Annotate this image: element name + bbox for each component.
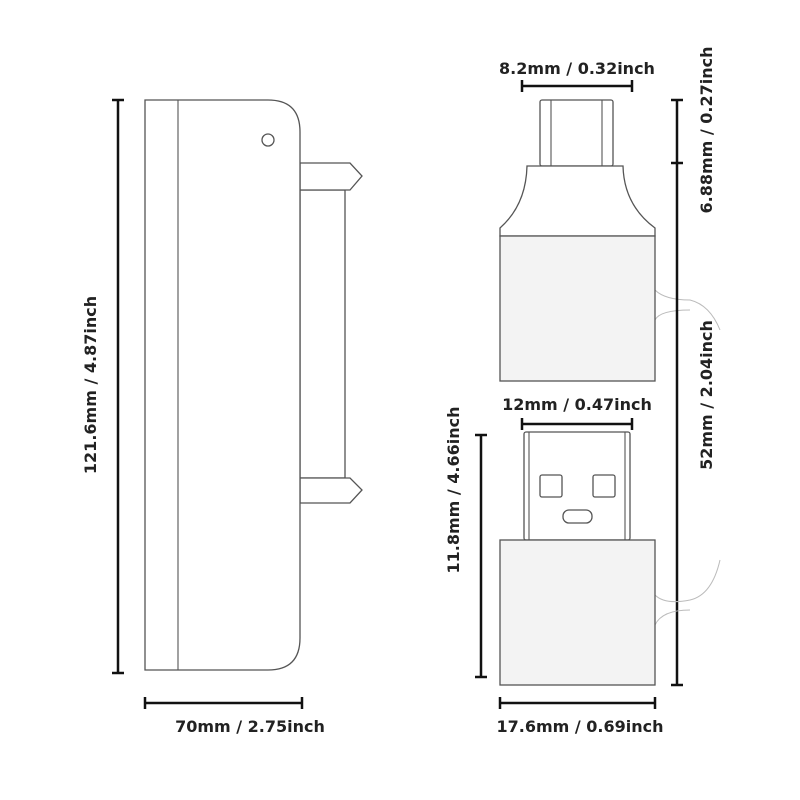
typec-tip-length-label: 6.88mm / 0.27inch (697, 46, 716, 213)
indicator-light (261, 133, 275, 147)
adapter-width-label: 17.6mm / 0.69inch (496, 717, 663, 736)
charger-height-dimension: 121.6mm / 4.87inch (81, 98, 124, 675)
charger-body (144, 99, 301, 671)
typec-adapter-body (499, 235, 656, 382)
charger-device (144, 99, 363, 671)
adapter-total-length-label: 52mm / 2.04inch (697, 320, 716, 470)
top-prong (299, 162, 363, 191)
charger-width-label: 70mm / 2.75inch (175, 717, 325, 736)
usba-adapter (499, 431, 721, 686)
typec-adapter (499, 99, 721, 382)
usba-adapter-body (499, 539, 656, 686)
usba-tip-width-label: 12mm / 0.47inch (502, 395, 652, 414)
usba-height-label: 11.8mm / 4.66inch (444, 406, 463, 573)
adapter-length-dimension: 6.88mm / 0.27inch 52mm / 2.04inch (671, 46, 716, 687)
adapter-width-dimension: 17.6mm / 0.69inch (496, 697, 664, 736)
usba-height-dimension: 11.8mm / 4.66inch (444, 406, 487, 679)
charger-width-dimension: 70mm / 2.75inch (143, 697, 325, 736)
charger-height-label: 121.6mm / 4.87inch (81, 296, 100, 474)
bottom-prong (299, 477, 363, 504)
plug-plate (299, 189, 346, 479)
typec-tip-width-label: 8.2mm / 0.32inch (499, 59, 655, 78)
